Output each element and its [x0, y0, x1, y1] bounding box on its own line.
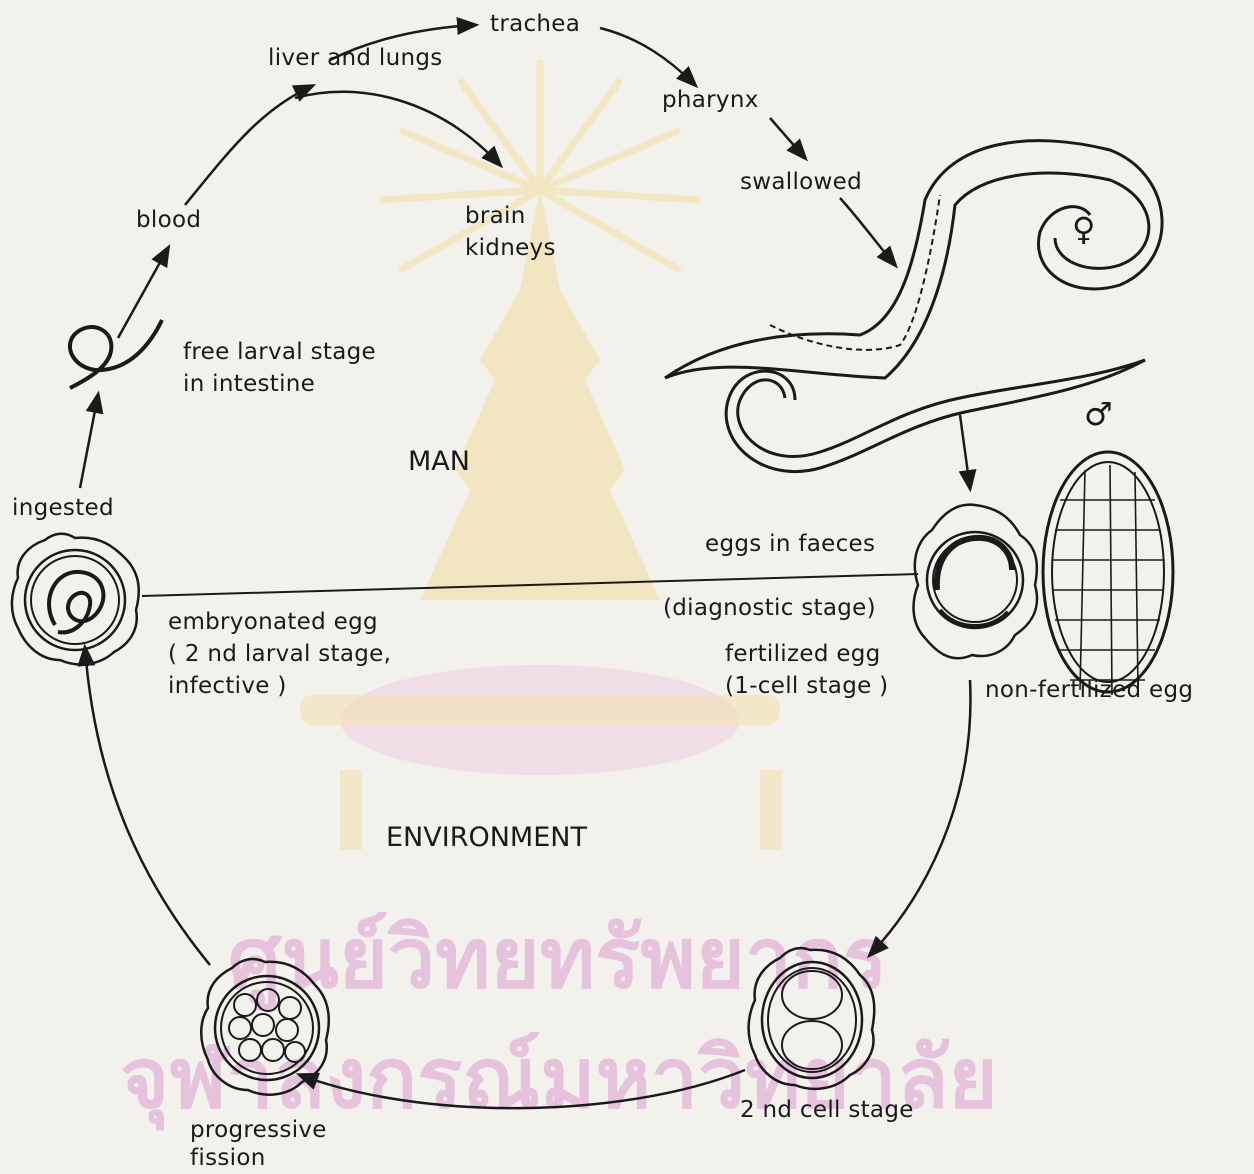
label-in-intestine: in intestine [183, 370, 315, 399]
label-liver-and-lungs: liver and lungs [268, 44, 443, 73]
arrow-pharynx-to-swallowed [770, 118, 805, 158]
label-brain: brain [465, 202, 526, 231]
arrow-liver-to-brain [295, 92, 500, 165]
arrow-ingested-to-larva [80, 395, 98, 488]
arrow-2cell-to-fission [300, 1070, 745, 1108]
region-environment-label: ENVIRONMENT [386, 822, 587, 853]
label-kidneys: kidneys [465, 234, 556, 263]
arrow-trachea-to-pharynx [600, 28, 695, 85]
female-symbol: ♀ [1072, 210, 1095, 248]
arrow-swallowed-to-worm [840, 198, 895, 265]
label-fission: fission [190, 1144, 266, 1173]
label-embryonated-infective: infective ) [168, 672, 287, 701]
non-fertilized-egg [1043, 452, 1173, 695]
label-pharynx: pharynx [662, 86, 759, 115]
label-embryonated-egg: embryonated egg [168, 608, 378, 637]
label-embryonated-stage: ( 2 nd larval stage, [168, 640, 391, 669]
label-one-cell-stage: (1-cell stage ) [725, 672, 888, 701]
label-diagnostic-stage: (diagnostic stage) [663, 594, 876, 623]
label-trachea: trachea [490, 10, 580, 39]
label-fertilized-egg: fertilized egg [725, 640, 881, 669]
man-environment-divider [142, 574, 918, 596]
label-progressive: progressive [190, 1116, 327, 1145]
male-symbol: ♂ [1084, 395, 1113, 433]
male-worm [726, 360, 1145, 472]
label-eggs-in-faeces: eggs in faeces [705, 530, 875, 559]
label-blood: blood [136, 206, 201, 235]
arrow-fertilized-to-2cell [870, 680, 970, 955]
label-non-fertilized-egg: non-fertilized egg [985, 676, 1193, 705]
label-free-larval-stage: free larval stage [183, 338, 376, 367]
fission-egg [201, 959, 329, 1095]
embryonated-egg [12, 534, 139, 665]
free-larva [70, 320, 162, 388]
label-ingested: ingested [12, 494, 114, 523]
fertilized-egg [914, 505, 1038, 659]
arrow-worm-to-eggs [960, 415, 970, 488]
arrow-blood-to-liver [185, 86, 312, 205]
label-swallowed: swallowed [740, 168, 862, 197]
region-man-label: MAN [408, 446, 470, 477]
label-second-cell-stage: 2 nd cell stage [740, 1096, 914, 1125]
two-cell-egg [749, 948, 875, 1089]
